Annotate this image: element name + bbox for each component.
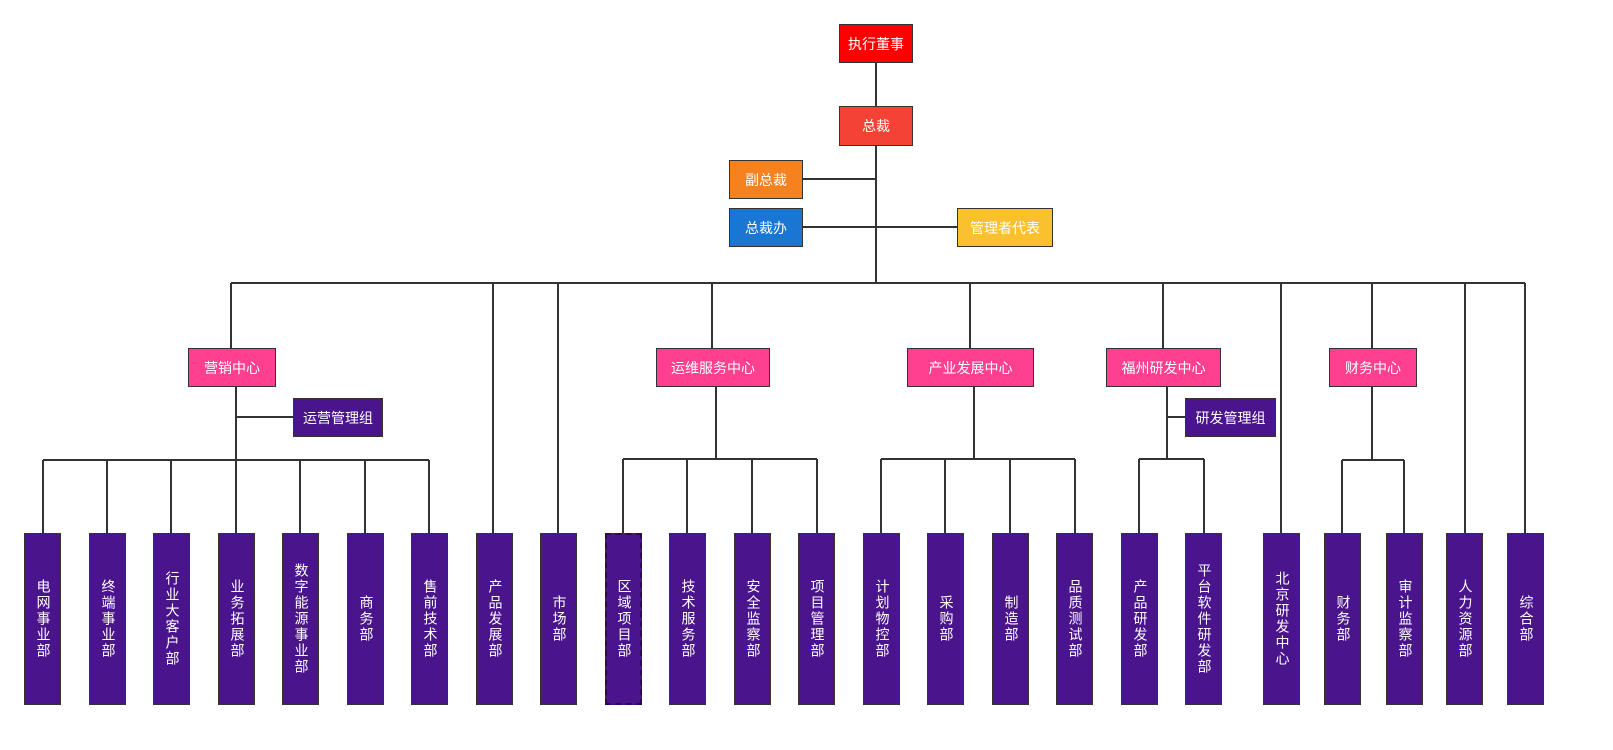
- dept-label: 产品发展部: [486, 579, 503, 659]
- dept-box-planning[interactable]: 计划物控部: [863, 533, 900, 705]
- dept-box-quality[interactable]: 品质测试部: [1056, 533, 1093, 705]
- dept-label: 人力资源部: [1456, 579, 1473, 659]
- dept-box-digital-energy[interactable]: 数字能源事业部: [282, 533, 319, 705]
- dept-box-beijing-rd[interactable]: 北京研发中心: [1263, 533, 1300, 705]
- dept-label: 采购部: [937, 595, 954, 643]
- industry-center-box[interactable]: 产业发展中心: [907, 348, 1034, 387]
- dept-label: 行业大客户部: [163, 571, 180, 667]
- dept-label: 财务部: [1334, 595, 1351, 643]
- dept-label: 综合部: [1517, 595, 1534, 643]
- dept-label: 技术服务部: [679, 579, 696, 659]
- dept-box-presales[interactable]: 售前技术部: [411, 533, 448, 705]
- dept-box-finance[interactable]: 财务部: [1324, 533, 1361, 705]
- dept-label: 业务拓展部: [228, 579, 245, 659]
- dept-box-manufacturing[interactable]: 制造部: [992, 533, 1029, 705]
- president-office-box[interactable]: 总裁办: [729, 208, 803, 247]
- ops-mgmt-group-box[interactable]: 运营管理组: [293, 398, 383, 437]
- dept-label: 电网事业部: [34, 579, 51, 659]
- dept-label: 制造部: [1002, 595, 1019, 643]
- dept-label: 审计监察部: [1396, 579, 1413, 659]
- dept-box-tech-service[interactable]: 技术服务部: [669, 533, 706, 705]
- dept-box-commerce[interactable]: 商务部: [347, 533, 384, 705]
- president-box[interactable]: 总裁: [839, 106, 913, 146]
- dept-box-terminal[interactable]: 终端事业部: [89, 533, 126, 705]
- dept-label: 项目管理部: [808, 579, 825, 659]
- dept-label: 区域项目部: [615, 579, 632, 659]
- operations-center-box[interactable]: 运维服务中心: [656, 348, 770, 387]
- dept-box-audit[interactable]: 审计监察部: [1386, 533, 1423, 705]
- dept-label: 安全监察部: [744, 579, 761, 659]
- dept-label: 售前技术部: [421, 579, 438, 659]
- finance-center-box[interactable]: 财务中心: [1329, 348, 1417, 387]
- dept-box-platform-software[interactable]: 平台软件研发部: [1185, 533, 1222, 705]
- dept-label: 数字能源事业部: [292, 563, 309, 675]
- dept-box-general-affairs[interactable]: 综合部: [1507, 533, 1544, 705]
- dept-label: 产品研发部: [1131, 579, 1148, 659]
- dept-box-regional-projects[interactable]: 区域项目部: [605, 533, 642, 705]
- rd-mgmt-group-box[interactable]: 研发管理组: [1185, 398, 1276, 437]
- dept-box-hr[interactable]: 人力资源部: [1446, 533, 1483, 705]
- dept-label: 商务部: [357, 595, 374, 643]
- marketing-center-box[interactable]: 营销中心: [188, 348, 276, 387]
- dept-box-product-rd[interactable]: 产品研发部: [1121, 533, 1158, 705]
- dept-label: 终端事业部: [99, 579, 116, 659]
- dept-label: 平台软件研发部: [1195, 563, 1212, 675]
- dept-box-purchasing[interactable]: 采购部: [927, 533, 964, 705]
- dept-box-project-mgmt[interactable]: 项目管理部: [798, 533, 835, 705]
- dept-box-product-dev[interactable]: 产品发展部: [476, 533, 513, 705]
- vice-president-box[interactable]: 副总裁: [729, 160, 803, 199]
- exec-director-box[interactable]: 执行董事: [839, 24, 913, 63]
- dept-label: 市场部: [550, 595, 567, 643]
- dept-box-business-dev[interactable]: 业务拓展部: [218, 533, 255, 705]
- dept-box-marketing[interactable]: 市场部: [540, 533, 577, 705]
- dept-label: 北京研发中心: [1273, 571, 1290, 667]
- dept-box-key-accounts[interactable]: 行业大客户部: [153, 533, 190, 705]
- fuzhou-rd-center-box[interactable]: 福州研发中心: [1106, 348, 1221, 387]
- dept-label: 品质测试部: [1066, 579, 1083, 659]
- dept-box-safety[interactable]: 安全监察部: [734, 533, 771, 705]
- dept-label: 计划物控部: [873, 579, 890, 659]
- dept-box-power-grid[interactable]: 电网事业部: [24, 533, 61, 705]
- management-rep-box[interactable]: 管理者代表: [957, 208, 1053, 247]
